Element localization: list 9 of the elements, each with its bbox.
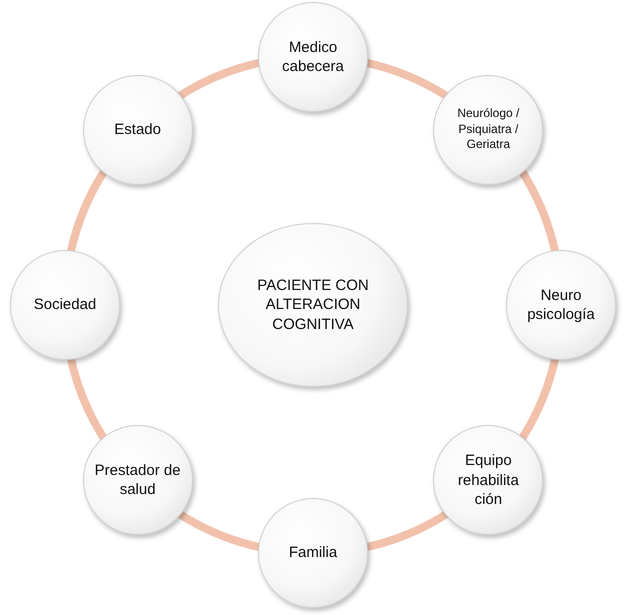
node-label: PACIENTE CON ALTERACION COGNITIVA xyxy=(256,276,370,334)
node-label: Familia xyxy=(288,543,338,563)
node-label: Neurólogo / Psiquiatra / Geriatra xyxy=(456,106,520,154)
node-label: Estado xyxy=(114,120,161,140)
node-label: Equipo rehabilita ción xyxy=(456,451,520,510)
node-label: Neuro psicología xyxy=(526,286,596,324)
node-label: Sociedad xyxy=(34,295,96,315)
node-label: Medico cabecera xyxy=(281,38,345,76)
node-label: Prestador de salud xyxy=(94,460,182,500)
